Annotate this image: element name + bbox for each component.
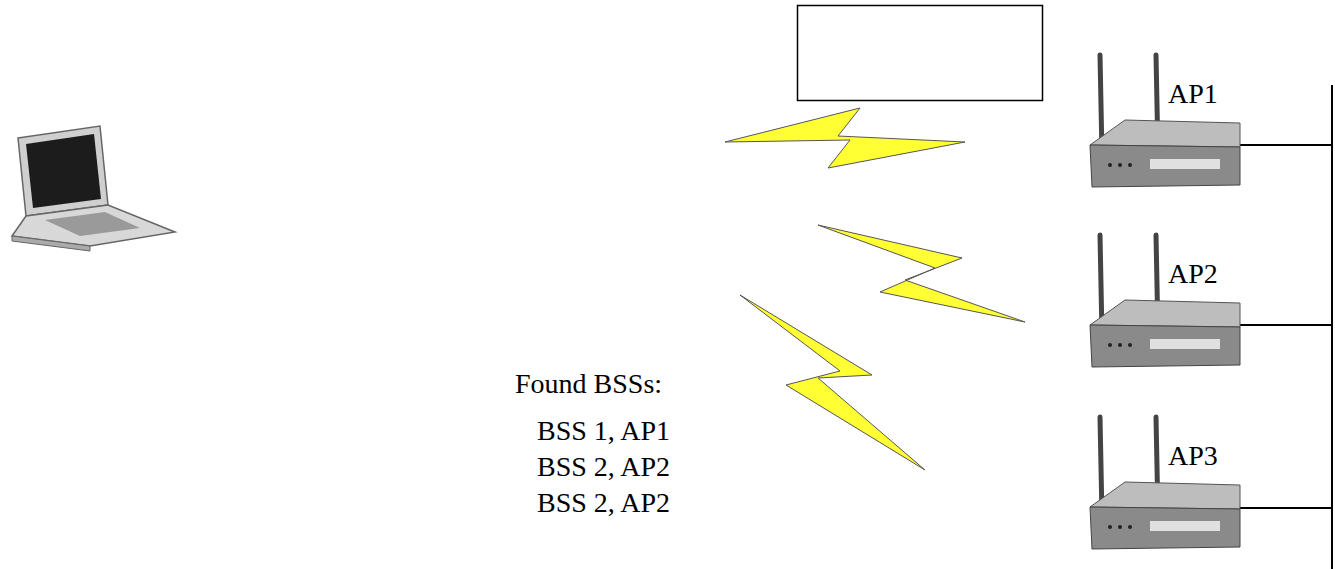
ap-label: AP1 bbox=[1168, 78, 1218, 110]
list-item: BSS 2, AP2 bbox=[537, 451, 670, 483]
ap-label: AP3 bbox=[1168, 440, 1218, 472]
wireless-bolt bbox=[818, 225, 1025, 322]
router-icon bbox=[1090, 235, 1240, 367]
wireless-bolt bbox=[740, 295, 925, 470]
ap-wire bbox=[1240, 507, 1332, 509]
wireless-bolt bbox=[725, 108, 965, 168]
list-heading: Found BSSs: bbox=[515, 368, 662, 400]
list-item: BSS 1, AP1 bbox=[537, 415, 670, 447]
ap-wire bbox=[1240, 144, 1332, 146]
ap-wire bbox=[1240, 324, 1332, 326]
laptop-icon bbox=[12, 126, 175, 251]
router-icon bbox=[1090, 417, 1240, 549]
ap-label: AP2 bbox=[1168, 258, 1218, 290]
backbone-line bbox=[1331, 85, 1333, 569]
router-icon bbox=[1090, 55, 1240, 187]
list-item: BSS 2, AP2 bbox=[537, 487, 670, 519]
empty-box bbox=[798, 6, 1043, 101]
